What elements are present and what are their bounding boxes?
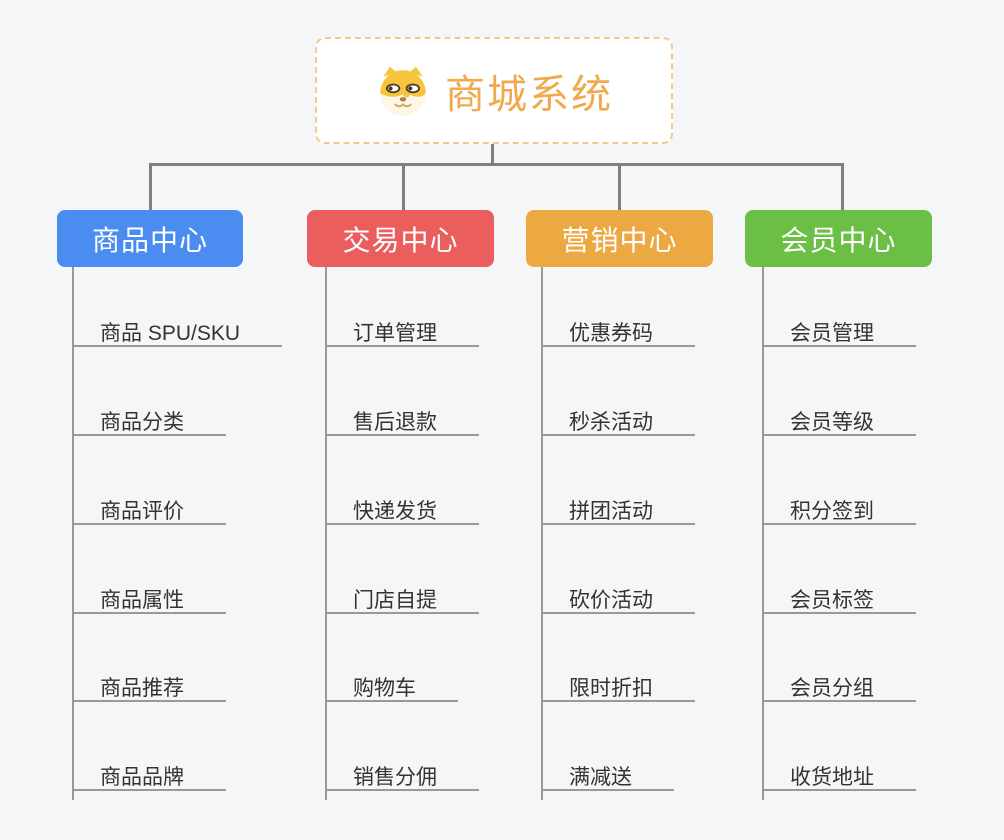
connector-horizontal bbox=[149, 163, 844, 166]
connector-root-drop bbox=[491, 143, 494, 165]
child-node[interactable]: 会员等级 bbox=[762, 410, 916, 436]
branch-box-product-center[interactable]: 商品中心 bbox=[57, 210, 243, 267]
branch-label: 营销中心 bbox=[561, 224, 678, 256]
child-node[interactable]: 优惠券码 bbox=[541, 321, 695, 347]
branch-box-member-center[interactable]: 会员中心 bbox=[745, 210, 932, 267]
branch-children-member-center: 会员管理 会员等级 积分签到 会员标签 会员分组 收货地址 bbox=[762, 267, 916, 807]
child-node[interactable]: 商品品牌 bbox=[72, 765, 226, 791]
child-node[interactable]: 拼团活动 bbox=[541, 499, 695, 525]
branch-label: 会员中心 bbox=[780, 224, 897, 256]
connector-drop-product bbox=[149, 163, 152, 210]
branch-label: 商品中心 bbox=[91, 224, 208, 256]
child-node[interactable]: 会员标签 bbox=[762, 588, 916, 614]
branch-child-connector-line bbox=[762, 267, 764, 800]
connector-drop-trade bbox=[402, 163, 405, 210]
branch-children-marketing-center: 优惠券码 秒杀活动 拼团活动 砍价活动 限时折扣 满减送 bbox=[541, 267, 695, 807]
child-node[interactable]: 收货地址 bbox=[762, 765, 916, 791]
child-node[interactable]: 售后退款 bbox=[325, 410, 479, 436]
child-node[interactable]: 订单管理 bbox=[325, 321, 479, 347]
root-title: 商城系统 bbox=[445, 72, 613, 117]
shiba-dog-icon bbox=[375, 65, 431, 117]
branch-box-trade-center[interactable]: 交易中心 bbox=[307, 210, 494, 267]
child-node[interactable]: 门店自提 bbox=[325, 588, 479, 614]
branch-child-connector-line bbox=[72, 267, 74, 800]
child-node[interactable]: 限时折扣 bbox=[541, 676, 695, 702]
child-node[interactable]: 购物车 bbox=[325, 676, 458, 702]
child-node[interactable]: 快递发货 bbox=[325, 499, 479, 525]
connector-drop-marketing bbox=[618, 163, 621, 210]
branch-children-trade-center: 订单管理 售后退款 快递发货 门店自提 购物车 销售分佣 bbox=[325, 267, 479, 807]
child-node[interactable]: 商品分类 bbox=[72, 410, 226, 436]
connector-drop-member bbox=[841, 163, 844, 210]
child-node[interactable]: 商品推荐 bbox=[72, 676, 226, 702]
child-node[interactable]: 销售分佣 bbox=[325, 765, 479, 791]
child-node[interactable]: 会员分组 bbox=[762, 676, 916, 702]
child-node[interactable]: 商品评价 bbox=[72, 499, 226, 525]
child-node[interactable]: 积分签到 bbox=[762, 499, 916, 525]
child-node[interactable]: 满减送 bbox=[541, 765, 674, 791]
child-node[interactable]: 会员管理 bbox=[762, 321, 916, 347]
child-node[interactable]: 砍价活动 bbox=[541, 588, 695, 614]
child-node[interactable]: 秒杀活动 bbox=[541, 410, 695, 436]
branch-children-product-center: 商品 SPU/SKU 商品分类 商品评价 商品属性 商品推荐 商品品牌 bbox=[72, 267, 283, 807]
branch-child-connector-line bbox=[325, 267, 327, 800]
branch-label: 交易中心 bbox=[342, 224, 459, 256]
branch-box-marketing-center[interactable]: 营销中心 bbox=[526, 210, 713, 267]
branch-child-connector-line bbox=[541, 267, 543, 800]
root-node[interactable]: 商城系统 bbox=[315, 37, 673, 144]
child-node[interactable]: 商品属性 bbox=[72, 588, 226, 614]
child-node[interactable]: 商品 SPU/SKU bbox=[72, 321, 283, 347]
